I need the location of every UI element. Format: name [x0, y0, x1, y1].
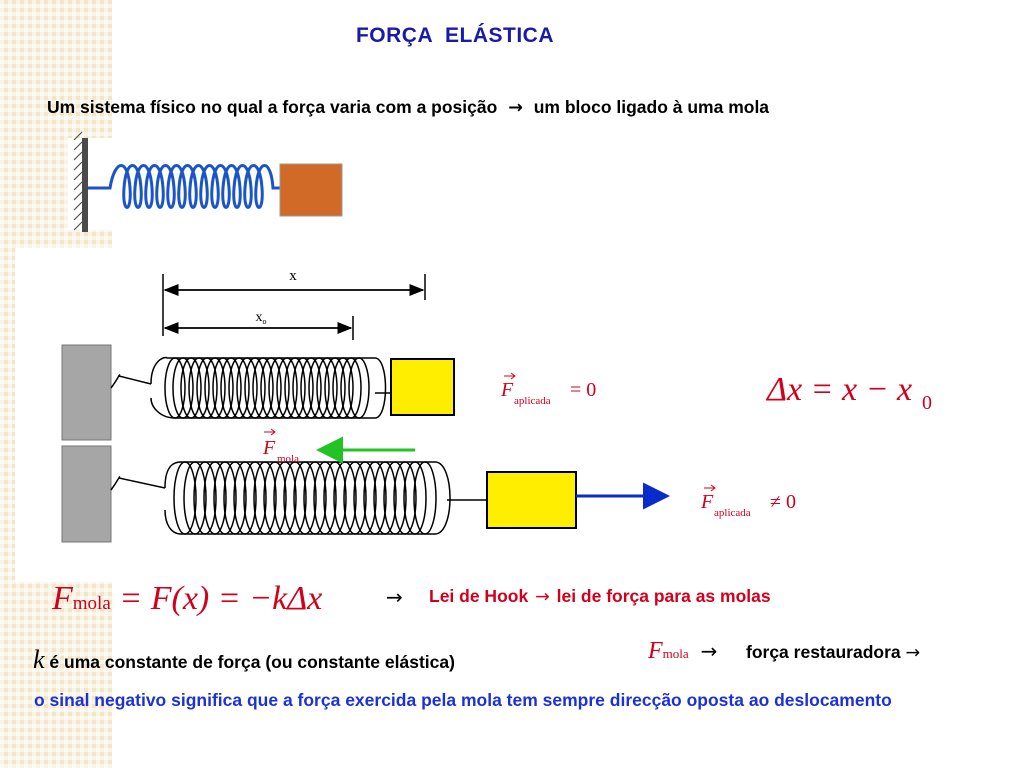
svg-text:F: F: [500, 379, 514, 401]
slide-title: FORÇA ELÁSTICA: [355, 24, 555, 47]
constant-text: é uma constante de força (ou constante e…: [49, 652, 455, 672]
label-x: x: [289, 268, 297, 284]
spring-top: [110, 356, 391, 419]
formula-arrow: →: [386, 585, 403, 609]
constant-line: k é uma constante de força (ou constante…: [33, 645, 455, 675]
svg-text:= 0: = 0: [570, 379, 596, 401]
spring-block-illustration: [68, 131, 343, 232]
label-x0: xo: [256, 310, 267, 326]
constant-symbol: k: [33, 645, 45, 674]
intro-arrow: →: [508, 98, 523, 118]
svg-text:aplicada: aplicada: [514, 395, 551, 407]
block-bottom: [486, 471, 577, 529]
restoring-f-sub: mola: [662, 646, 689, 661]
svg-text:aplicada: aplicada: [714, 507, 751, 519]
wall: [82, 138, 88, 232]
svg-text:F: F: [700, 491, 714, 513]
eq-applied-nonzero: F aplicada ≠ 0: [700, 484, 796, 519]
wall-bottom: [61, 445, 112, 543]
wall-top: [61, 344, 112, 441]
hooke-arrow: →: [535, 587, 550, 607]
formula-f-sub: mola: [72, 593, 111, 614]
hooke-diagram: x xo: [61, 268, 932, 543]
restoring-text: força restauradora: [746, 642, 901, 662]
spring-coil: [88, 164, 280, 209]
formula-f: F: [52, 580, 73, 617]
intro-text: Um sistema físico no qual a força varia …: [47, 97, 498, 117]
label-f-mola: F mola: [262, 428, 299, 465]
spring-bottom: [110, 461, 487, 535]
dimension-x: [162, 274, 426, 336]
intro-line: Um sistema físico no qual a força varia …: [47, 97, 769, 118]
restoring-f: F: [648, 638, 663, 664]
orange-block: [279, 163, 343, 217]
eq-delta-x: Δx = x − x 0: [765, 371, 932, 414]
svg-text:0: 0: [922, 392, 932, 414]
svg-text:mola: mola: [277, 453, 299, 465]
hooke-part2: lei de força para as molas: [556, 586, 771, 606]
block-top: [390, 358, 455, 416]
wall-hatch: [73, 131, 83, 231]
hooke-formula: Fmola = F(x) = −kΔx: [52, 580, 322, 618]
sign-note: o sinal negativo significa que a força e…: [34, 690, 892, 710]
intro-tail: um bloco ligado à uma mola: [533, 97, 770, 117]
restoring-symbol: Fmola →: [648, 638, 717, 665]
restoring-caption: força restauradora →: [746, 642, 920, 663]
svg-text:Δx = x − x: Δx = x − x: [765, 371, 912, 408]
restoring-tail-arrow: →: [905, 643, 921, 663]
dimension-x0: [163, 316, 354, 340]
svg-text:≠ 0: ≠ 0: [770, 491, 796, 513]
formula-rest: = F(x) = −kΔx: [110, 580, 323, 617]
hooke-law-caption: Lei de Hook → lei de força para as molas: [429, 586, 771, 607]
restoring-arrow: →: [700, 639, 718, 663]
hooke-part1: Lei de Hook: [429, 586, 529, 606]
eq-applied-zero: F aplicada = 0: [500, 372, 596, 407]
svg-text:F: F: [262, 437, 276, 459]
